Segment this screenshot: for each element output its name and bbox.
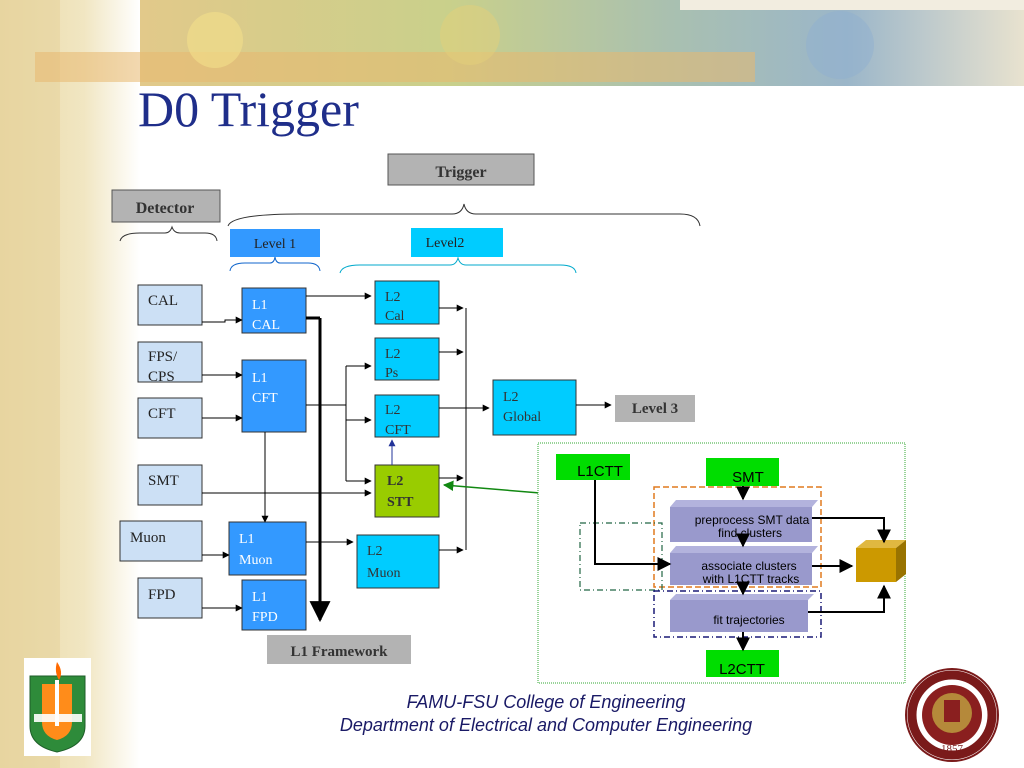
- l2-global-label-2: Global: [503, 410, 541, 425]
- arrow-cal-l1cal: [202, 316, 243, 324]
- detector-smt: SMT: [137, 464, 203, 506]
- trigger-text: Trigger: [435, 164, 486, 181]
- preprocess-text-2: find clusters: [718, 526, 782, 540]
- l2-global-label-1: L2: [503, 390, 519, 405]
- arrow-preprocess-cube: [812, 517, 891, 544]
- detector-label: Detector: [111, 189, 221, 223]
- l1ctt-tab: L1CTT: [556, 454, 630, 480]
- level2-brace: [339, 256, 577, 274]
- level3-label: Level 3: [615, 395, 695, 422]
- level1-brace: [229, 256, 321, 272]
- fit-box: fit trajectories: [670, 594, 814, 632]
- connections: [202, 292, 612, 612]
- preprocess-text-1: preprocess SMT data: [695, 513, 810, 527]
- detector-cps-label: CPS: [148, 369, 175, 385]
- l2-stt-box: L2 STT: [374, 464, 440, 518]
- l1-cal-label-1: L1: [252, 298, 268, 313]
- l2-cft-label-2: CFT: [385, 423, 411, 438]
- l1-framework-text: L1 Framework: [290, 644, 388, 660]
- level1-label: Level 1: [230, 229, 320, 257]
- detector-fpd: FPD: [137, 577, 203, 619]
- l1ctt-text: L1CTT: [577, 463, 623, 480]
- level2-label: Level2: [411, 228, 503, 257]
- l2-cft-label-1: L2: [385, 403, 401, 418]
- seal-year: 1857: [941, 743, 964, 755]
- footer-line-2: Department of Electrical and Computer En…: [340, 715, 752, 735]
- l2-muon-label-1: L2: [367, 544, 383, 559]
- l1-cft-label-1: L1: [252, 371, 268, 386]
- l2-stt-label-1: L2: [387, 474, 403, 489]
- output-cube: [856, 540, 906, 582]
- trigger-label: Trigger: [387, 153, 535, 186]
- detector-cft-label: CFT: [148, 406, 176, 422]
- preprocess-box: preprocess SMT data find clusters: [670, 500, 818, 542]
- l2-global-box: L2 Global: [492, 379, 577, 436]
- associate-text-1: associate clusters: [701, 559, 796, 573]
- l1-framework-label: L1 Framework: [267, 635, 411, 664]
- detector-brace: [119, 225, 218, 242]
- l2-cal-box: L2 Cal: [374, 280, 440, 325]
- footer-line-1: FAMU-FSU College of Engineering: [407, 692, 686, 712]
- l2-ps-box: L2 Ps: [374, 337, 440, 381]
- l1-cft-box: L1 CFT: [241, 359, 307, 433]
- detector-muon-label: Muon: [130, 530, 166, 546]
- smt-tab: SMT: [706, 458, 779, 486]
- detector-fps-cps: FPS/ CPS: [137, 341, 203, 385]
- associate-text-2: with L1CTT tracks: [702, 572, 799, 586]
- l2-ps-label-2: Ps: [385, 366, 398, 381]
- detector-text: Detector: [136, 200, 195, 217]
- l1-cal-box: L1 CAL: [241, 287, 307, 334]
- l2-ps-label-1: L2: [385, 347, 401, 362]
- l1-cft-label-2: CFT: [252, 391, 278, 406]
- l1-fpd-box: L1 FPD: [241, 579, 307, 631]
- l1-cal-label-2: CAL: [252, 318, 280, 333]
- trigger-brace: [227, 203, 701, 227]
- detector-cal: CAL: [137, 284, 203, 326]
- fit-text: fit trajectories: [713, 613, 784, 627]
- l1-fpd-label-2: FPD: [252, 610, 278, 625]
- detector-cal-label: CAL: [148, 293, 178, 309]
- l1-muon-label-2: Muon: [239, 553, 272, 568]
- slide-title: D0 Trigger: [138, 81, 359, 137]
- level1-text: Level 1: [254, 237, 296, 252]
- detector-muon: Muon: [119, 520, 203, 562]
- arrow-fit-cube: [808, 584, 891, 613]
- l2-cal-label-2: Cal: [385, 309, 405, 324]
- detail-connections: [594, 480, 891, 652]
- l2-muon-box: L2 Muon: [356, 534, 440, 589]
- l1-fpd-label-1: L1: [252, 590, 268, 605]
- l2-muon-label-2: Muon: [367, 566, 400, 581]
- famu-logo: [24, 658, 91, 756]
- detector-smt-label: SMT: [148, 473, 179, 489]
- l2ctt-text: L2CTT: [719, 661, 765, 678]
- level3-text: Level 3: [632, 401, 678, 417]
- detector-fps-label: FPS/: [148, 349, 178, 365]
- detector-fpd-label: FPD: [148, 587, 176, 603]
- l1-muon-label-1: L1: [239, 532, 255, 547]
- l2-stt-label-2: STT: [387, 495, 414, 510]
- l1-muon-box: L1 Muon: [228, 521, 307, 576]
- l2ctt-tab: L2CTT: [706, 650, 779, 678]
- arrow-detail-l2stt: [442, 480, 541, 494]
- fsu-seal: 1857: [905, 668, 999, 762]
- l2-cal-label-1: L2: [385, 290, 401, 305]
- smt-tab-text: SMT: [732, 469, 764, 486]
- associate-box: associate clusters with L1CTT tracks: [670, 546, 818, 586]
- detector-cft: CFT: [137, 397, 203, 439]
- l2-cft-box: L2 CFT: [374, 394, 440, 438]
- arrow-l1ctt-associate: [594, 480, 672, 571]
- green-frame: [579, 522, 663, 591]
- level2-text: Level2: [426, 236, 465, 251]
